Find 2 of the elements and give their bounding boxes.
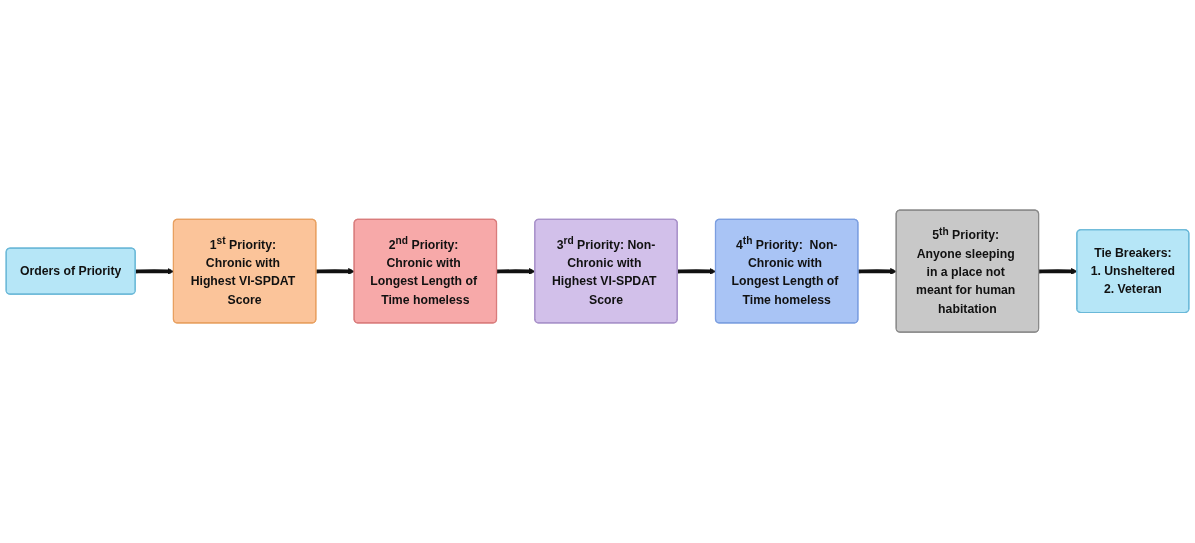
arrow: [316, 268, 355, 276]
arrow: [858, 268, 897, 276]
